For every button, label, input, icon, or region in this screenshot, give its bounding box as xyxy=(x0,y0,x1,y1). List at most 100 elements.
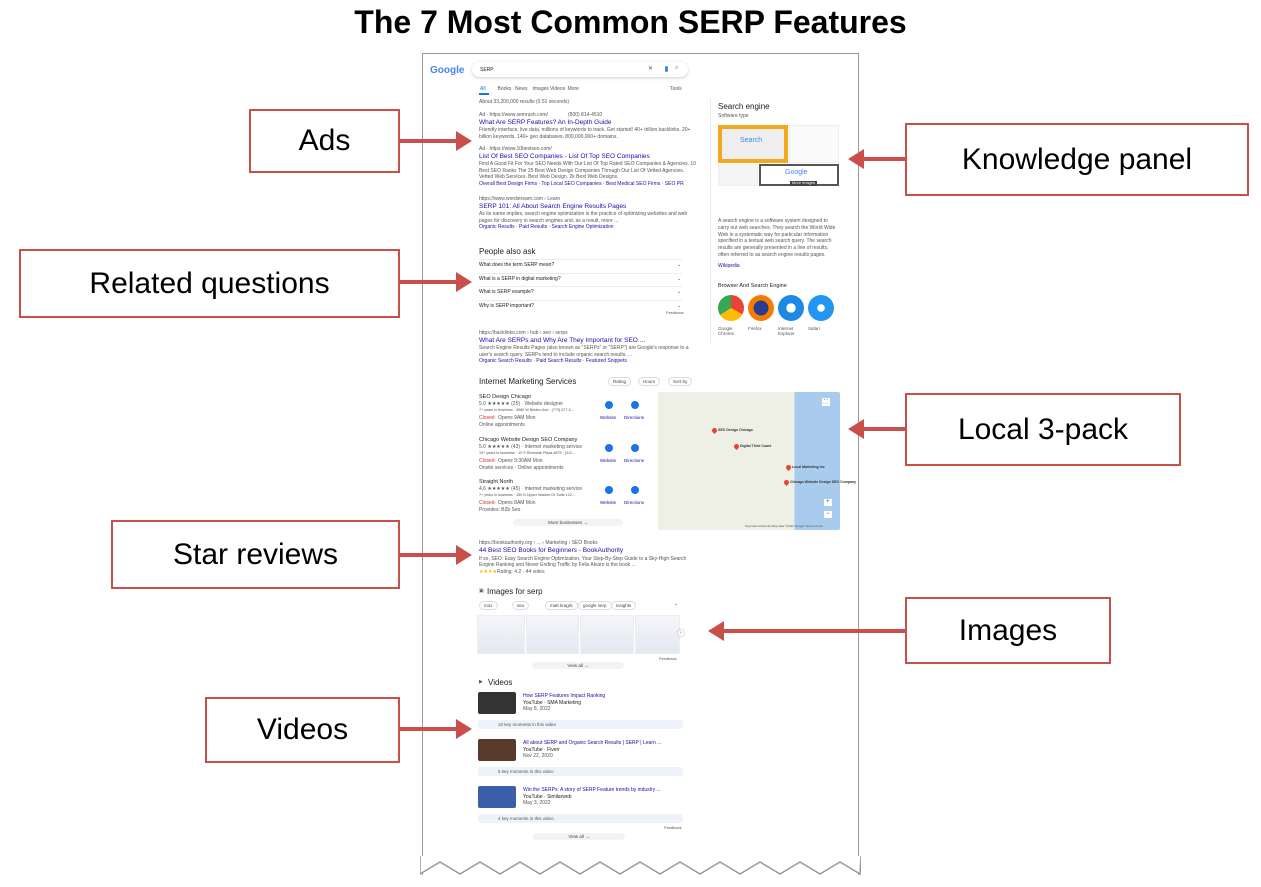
business-name[interactable]: Chicago Website Design SEO Company xyxy=(479,436,578,443)
directions-icon[interactable] xyxy=(631,401,639,409)
business-name[interactable]: SEO Design Chicago xyxy=(479,394,531,400)
view-all-videos-button[interactable]: View all → xyxy=(533,833,625,840)
result-title[interactable]: What Are SERPs and Why Are They Importan… xyxy=(479,337,646,344)
tab-books[interactable]: Books xyxy=(497,86,512,92)
paa-question[interactable]: Why is SERP important? xyxy=(479,302,534,309)
view-all-images-button[interactable]: View all → xyxy=(532,662,624,669)
image-filter-chip[interactable]: insights xyxy=(611,601,637,610)
result-title[interactable]: What Are SERP Features? An In-Depth Guid… xyxy=(479,119,612,126)
browser-name[interactable]: Firefox xyxy=(748,326,762,331)
tab-news[interactable]: News xyxy=(515,86,528,92)
sitelinks[interactable]: Organic Search Results · Paid Search Res… xyxy=(479,358,627,364)
paa-question[interactable]: What does the term SERP mean? xyxy=(479,262,555,268)
video-thumbnail[interactable] xyxy=(478,739,516,761)
image-filter-chip[interactable]: matt kraglic xyxy=(545,601,579,610)
zoom-out-button[interactable]: − xyxy=(824,511,832,519)
website-icon[interactable] xyxy=(605,486,613,494)
kp-image-logos[interactable] xyxy=(789,125,839,163)
browser-safari-icon[interactable] xyxy=(808,295,834,321)
ad-phone: (800) 814-4510 xyxy=(568,112,603,118)
browser-google-chrome-icon[interactable] xyxy=(718,295,744,321)
browser-name[interactable]: Internet Explorer xyxy=(778,326,795,337)
kp-description: A search engine is a software system des… xyxy=(718,218,828,224)
business-name[interactable]: Straight North xyxy=(479,479,513,485)
business-info: 10+ years in business · 10 S Riverside P… xyxy=(479,450,576,455)
zoom-in-button[interactable]: + xyxy=(824,499,832,507)
tab-more[interactable]: More xyxy=(567,86,579,92)
tools-button[interactable]: Tools xyxy=(670,86,682,92)
paa-question[interactable]: What is SERP example? xyxy=(479,289,534,295)
video-thumbnail[interactable] xyxy=(478,692,516,714)
chevron-right-icon[interactable]: › xyxy=(678,630,684,636)
arrow-knowledge-panel xyxy=(848,149,905,169)
key-moments-toggle[interactable]: 10 key moments in this video xyxy=(478,720,683,729)
sitelinks[interactable]: Organic Results · Paid Results · Search … xyxy=(479,224,614,230)
directions-icon[interactable] xyxy=(631,443,639,452)
browser-name[interactable]: Safari xyxy=(808,326,820,331)
website-icon[interactable] xyxy=(605,401,613,409)
filter-chip[interactable]: Hours xyxy=(638,377,661,386)
arrow-images xyxy=(708,621,905,641)
result-title[interactable]: List Of Best SEO Companies - List Of Top… xyxy=(479,153,650,160)
videos-heading: Videos xyxy=(488,678,513,687)
clear-icon[interactable]: ✕ xyxy=(648,66,654,72)
video-title[interactable]: Win the SERPs: A story of SERP Feature t… xyxy=(523,787,661,793)
browser-firefox-icon[interactable] xyxy=(748,295,774,321)
video-date: May 3, 2022 xyxy=(523,800,551,806)
map[interactable] xyxy=(658,392,840,530)
paa-question[interactable]: What is a SERP in digital marketing? xyxy=(479,275,561,282)
result-title[interactable]: SERP 101: All About Search Engine Result… xyxy=(479,203,627,210)
browser-internet-explorer-icon[interactable] xyxy=(778,295,804,321)
chevron-down-icon[interactable]: ⌄ xyxy=(677,289,682,295)
search-input[interactable] xyxy=(472,62,688,77)
video-title[interactable]: All about SERP and Organic Search Result… xyxy=(523,740,662,746)
more-images-button[interactable]: More images xyxy=(790,180,818,186)
tab-all[interactable]: All xyxy=(480,86,486,92)
feedback-link[interactable]: Feedback xyxy=(659,656,677,661)
google-logo[interactable]: Google xyxy=(430,65,465,76)
directions-icon[interactable] xyxy=(631,486,639,494)
chevron-down-icon[interactable]: ⌄ xyxy=(677,302,682,309)
wikipedia-link[interactable]: Wikipedia xyxy=(718,263,740,269)
image-thumbnail[interactable] xyxy=(635,615,680,654)
more-businesses-button[interactable]: More businesses → xyxy=(513,519,623,526)
video-thumbnail[interactable] xyxy=(478,786,516,808)
image-filter-chip[interactable]: moz xyxy=(479,601,498,610)
result-title[interactable]: 44 Best SEO Books for Beginners - BookAu… xyxy=(479,547,624,554)
tab-images[interactable]: Images xyxy=(532,86,549,92)
directions-button[interactable]: Directions xyxy=(624,457,645,463)
fullscreen-icon[interactable]: ⛶ xyxy=(822,398,830,406)
chevron-down-icon[interactable]: ⌄ xyxy=(677,275,682,282)
chevron-down-icon[interactable]: ⌄ xyxy=(674,601,679,607)
video-title[interactable]: How SERP Features Impact Ranking xyxy=(523,693,606,699)
key-moments-toggle[interactable]: 5 key moments in this video xyxy=(478,767,683,776)
image-thumbnail[interactable] xyxy=(477,615,525,654)
filter-chip[interactable]: Sort by xyxy=(668,377,693,386)
website-button[interactable]: Website xyxy=(600,500,617,505)
browser-name[interactable]: Google Chrome xyxy=(718,326,735,337)
image-filter-chip[interactable]: google serp xyxy=(578,601,612,610)
website-button[interactable]: Website xyxy=(600,415,617,420)
chevron-down-icon[interactable]: ⌄ xyxy=(677,262,682,268)
sitelinks[interactable]: Overall Best Design Firms · Top Local SE… xyxy=(479,180,684,187)
feedback-link[interactable]: Feedback xyxy=(666,310,684,315)
kp-description: results are generally presented in a lin… xyxy=(718,245,829,252)
feedback-link[interactable]: Feedback xyxy=(664,825,682,830)
directions-button[interactable]: Directions xyxy=(624,500,645,505)
image-filter-chip[interactable]: seo xyxy=(512,601,530,610)
filter-chip[interactable]: Rating xyxy=(608,377,632,386)
image-thumbnail[interactable] xyxy=(580,615,634,654)
directions-button[interactable]: Directions xyxy=(624,415,645,420)
website-icon[interactable] xyxy=(605,443,613,452)
mic-icon[interactable] xyxy=(665,66,668,72)
website-button[interactable]: Website xyxy=(600,457,617,463)
arrow-videos xyxy=(400,719,472,739)
arrow-ads xyxy=(400,131,472,151)
tab-videos[interactable]: Videos xyxy=(550,86,566,92)
search-query: SERP xyxy=(480,67,494,73)
result-url: https://bookauthority.org › ... › Market… xyxy=(479,540,598,546)
kp-image-table[interactable] xyxy=(718,164,758,186)
search-icon[interactable]: ⌕ xyxy=(675,65,679,71)
key-moments-toggle[interactable]: 4 key moments in this video xyxy=(478,814,683,823)
image-thumbnail[interactable] xyxy=(526,615,579,654)
